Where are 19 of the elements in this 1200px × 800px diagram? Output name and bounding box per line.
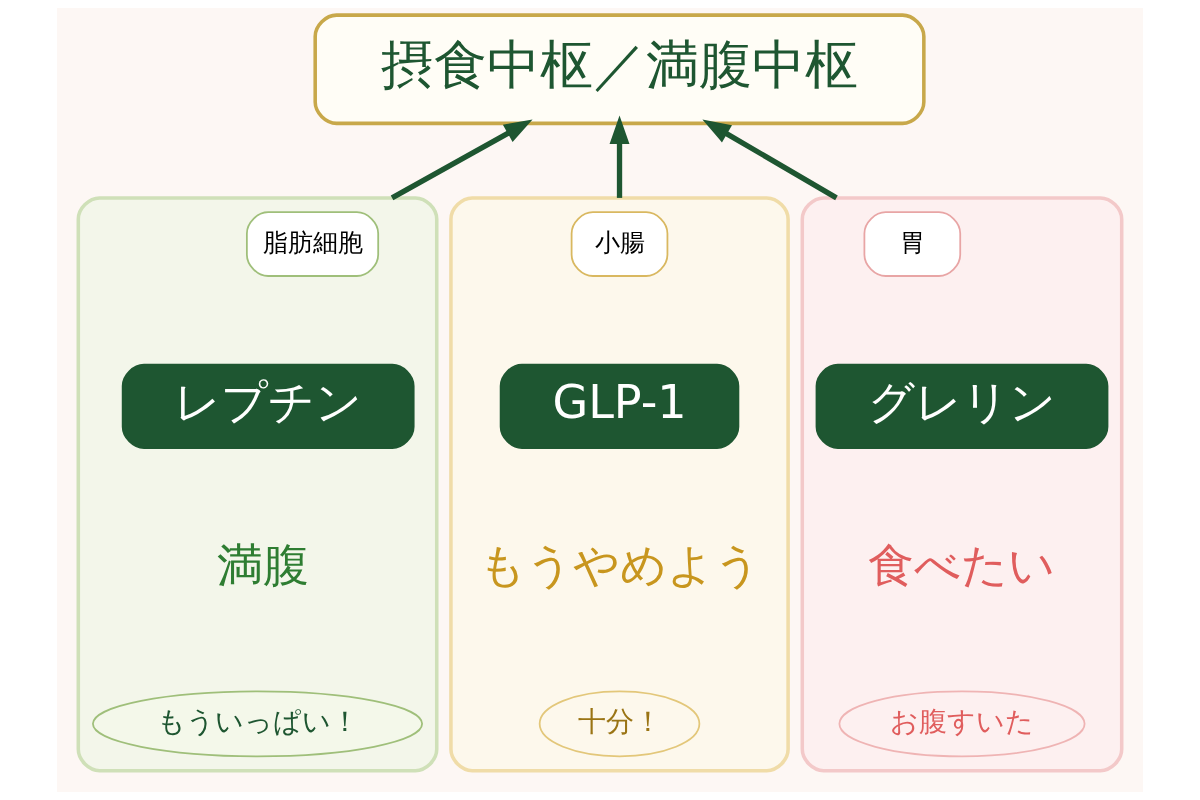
arrow xyxy=(390,119,533,201)
node-box: 脂肪細胞 xyxy=(246,211,380,277)
arrow xyxy=(702,119,838,201)
cluster xyxy=(800,196,1124,773)
node-box: レプチン xyxy=(121,363,415,449)
label: 満腹 xyxy=(216,537,309,592)
arrow xyxy=(609,115,630,198)
cluster xyxy=(76,196,439,773)
cluster xyxy=(449,196,790,773)
node-ellipse: 十分！ xyxy=(538,690,701,758)
label: もうやめよう xyxy=(478,537,761,592)
node-box: GLP-1 xyxy=(499,363,740,449)
node-box: グレリン xyxy=(815,363,1109,449)
node-ellipse: お腹すいた xyxy=(838,690,1086,758)
node-box: 胃 xyxy=(863,211,962,277)
node-box: 小腸 xyxy=(570,211,669,277)
node-box: 摂食中枢／満腹中枢 xyxy=(313,13,926,126)
node-ellipse: もういっぱい！ xyxy=(92,690,423,758)
label: 食べたい xyxy=(868,537,1056,592)
